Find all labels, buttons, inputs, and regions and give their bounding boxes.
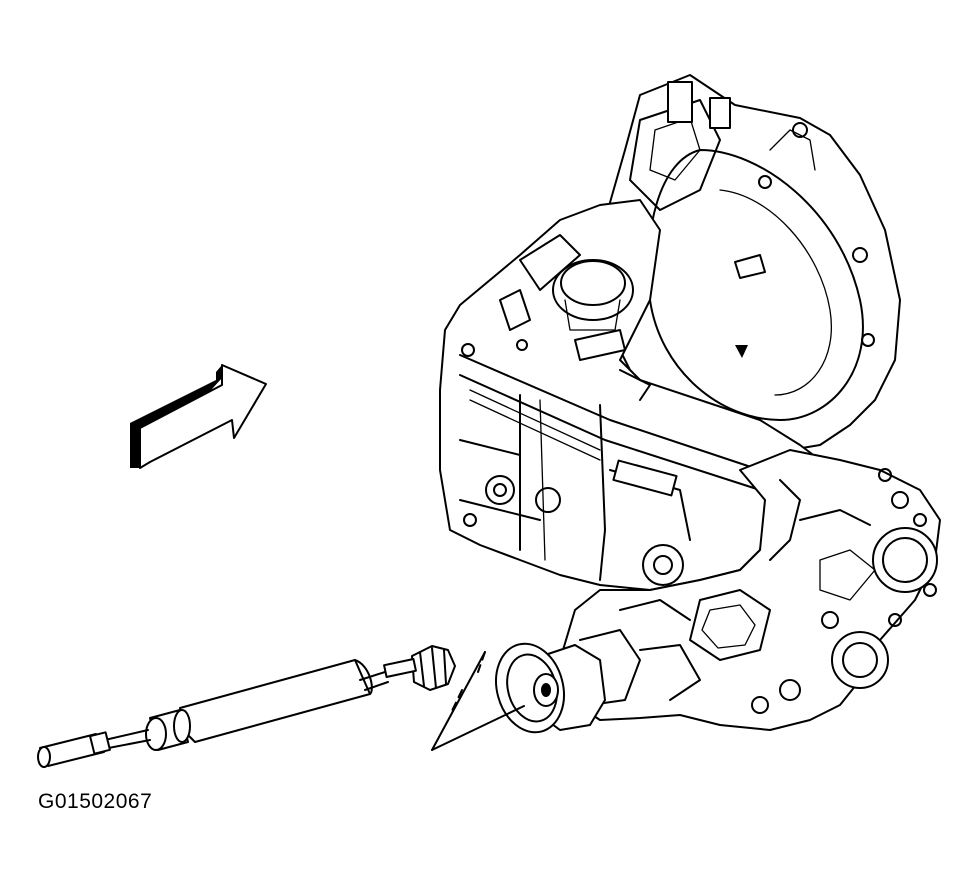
- view-direction-arrow-icon: [130, 364, 267, 469]
- figure-code-label: G01502067: [38, 790, 153, 813]
- transaxle-housing: [439, 74, 901, 591]
- installation-guide-lines: [431, 651, 525, 751]
- installer-tool: [37, 645, 456, 768]
